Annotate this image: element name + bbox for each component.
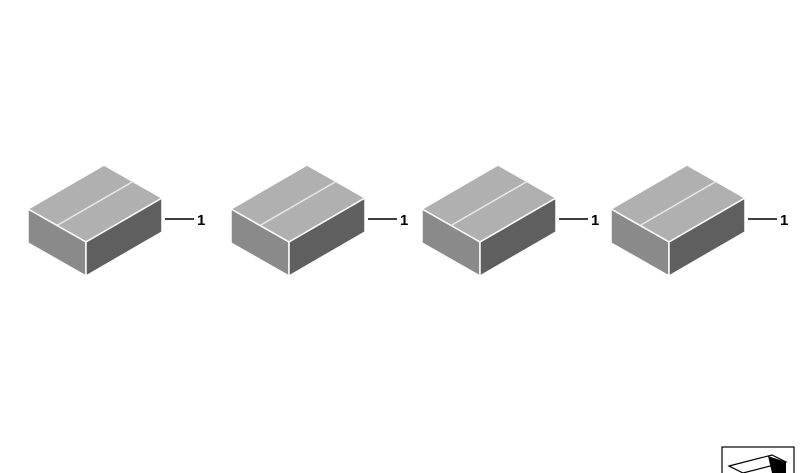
callout-label: 1 bbox=[400, 212, 408, 229]
box-seam bbox=[450, 180, 528, 227]
callout-label: 1 bbox=[591, 212, 599, 229]
part-box-3[interactable]: 1 bbox=[421, 164, 599, 277]
part-box-2[interactable]: 1 bbox=[230, 164, 408, 277]
box-side bbox=[668, 197, 746, 277]
box-side bbox=[288, 197, 366, 277]
box-seam bbox=[639, 180, 717, 227]
icon-fold bbox=[768, 456, 786, 473]
box-seam bbox=[259, 180, 337, 227]
part-box-4[interactable]: 1 bbox=[610, 164, 788, 277]
callout-label: 1 bbox=[197, 212, 205, 229]
document-fold-icon[interactable] bbox=[721, 446, 795, 473]
callout-label: 1 bbox=[780, 212, 788, 229]
box-seam bbox=[56, 180, 134, 227]
part-box-1[interactable]: 1 bbox=[27, 164, 205, 277]
box-side bbox=[85, 197, 163, 277]
box-side bbox=[479, 197, 557, 277]
